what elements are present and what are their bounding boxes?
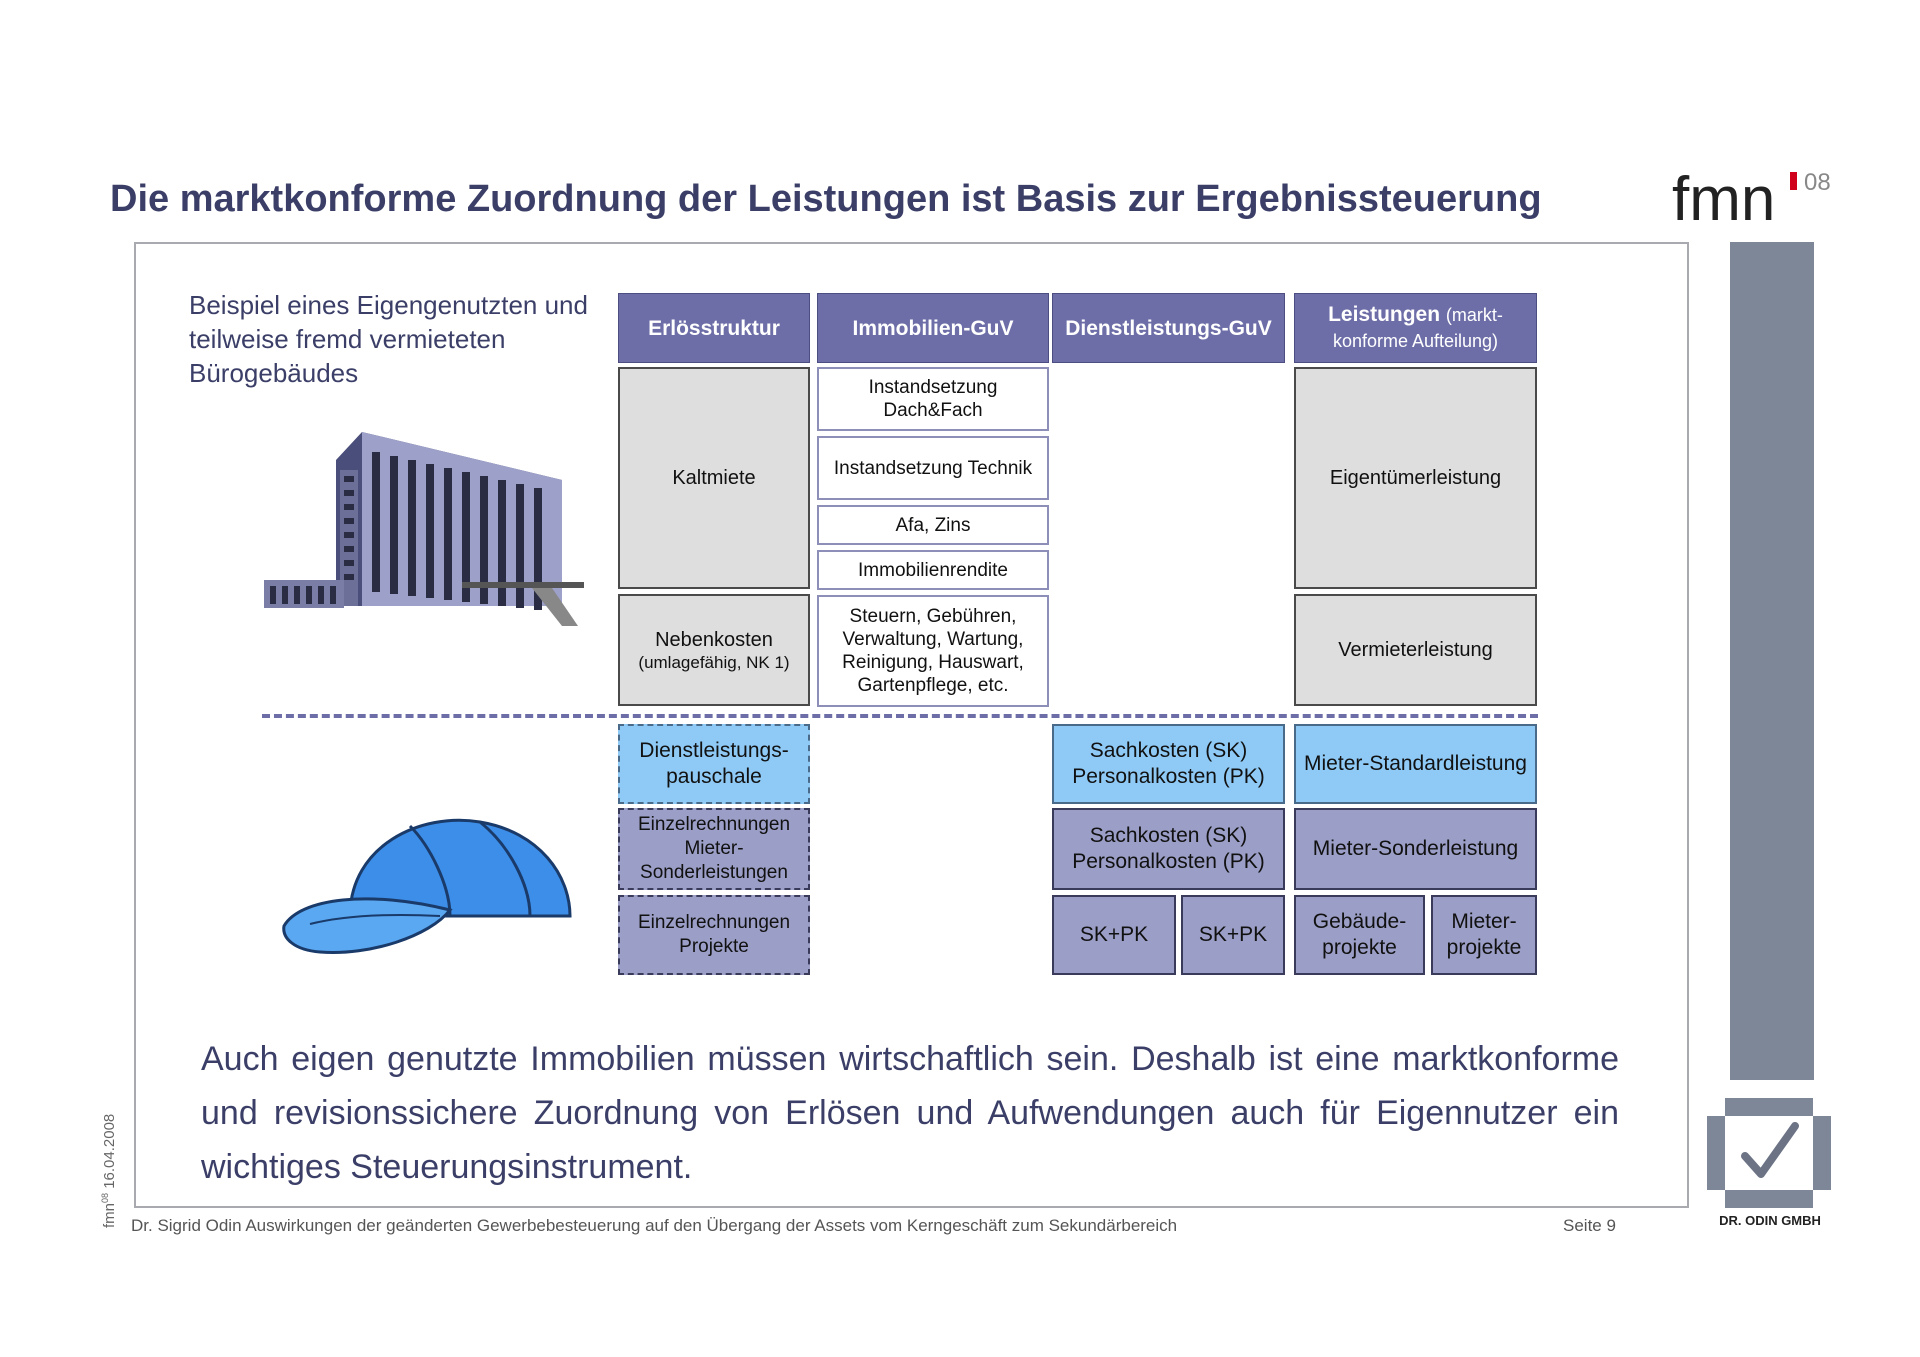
header-erloesstruktur: Erlösstruktur bbox=[618, 293, 810, 363]
fmn-logo: fmn 08 bbox=[1672, 162, 1842, 242]
instandsetzung-technik-cell: Instandsetzung Technik bbox=[817, 436, 1049, 500]
page-number: Seite 9 bbox=[1563, 1216, 1616, 1236]
date-sup: 08 bbox=[100, 1193, 110, 1203]
summary-text: Auch eigen genutzte Immobilien müssen wi… bbox=[201, 1032, 1619, 1194]
skpk-cell-b: SK+PK bbox=[1181, 895, 1285, 975]
logo-red-mark bbox=[1790, 172, 1797, 190]
header-dienstleistungs-guv: Dienstleistungs-GuV bbox=[1052, 293, 1285, 363]
mieter-sonderleistung-cell: Mieter-Sonderleistung bbox=[1294, 808, 1537, 890]
einzelrechnungen-mieter-cell: Einzelrechnungen Mieter-Sonderleistungen bbox=[618, 808, 810, 890]
header-immobilien-guv: Immobilien-GuV bbox=[817, 293, 1049, 363]
immobilienrendite-cell: Immobilienrendite bbox=[817, 550, 1049, 590]
date-stamp: fmn08 16.04.2008 bbox=[100, 1114, 118, 1228]
nebenkosten-label: Nebenkosten bbox=[655, 628, 773, 652]
header-label: Erlösstruktur bbox=[648, 316, 780, 341]
baseball-cap-icon bbox=[280, 806, 580, 956]
date-value: 16.04.2008 bbox=[101, 1114, 118, 1189]
gebaeudeprojekte-cell: Gebäude-projekte bbox=[1294, 895, 1425, 975]
vermieterleistung-cell: Vermieterleistung bbox=[1294, 594, 1537, 706]
instandsetzung-dach-cell: Instandsetzung Dach&Fach bbox=[817, 367, 1049, 431]
eigentuemerleistung-cell: Eigentümerleistung bbox=[1294, 367, 1537, 589]
footer-text: Dr. Sigrid Odin Auswirkungen der geänder… bbox=[131, 1216, 1177, 1236]
header-label: Dienstleistungs-GuV bbox=[1065, 316, 1272, 341]
checkmark-icon bbox=[1707, 1098, 1831, 1208]
intro-text: Beispiel eines Eigengenutzten und teilwe… bbox=[189, 288, 609, 390]
nebenkosten-sub: (umlagefähig, NK 1) bbox=[638, 652, 789, 673]
steuern-cell: Steuern, Gebühren, Verwaltung, Wartung, … bbox=[817, 595, 1049, 707]
logo-superscript: 08 bbox=[1804, 169, 1831, 196]
header-label: Leistungen bbox=[1328, 303, 1440, 326]
kaltmiete-cell: Kaltmiete bbox=[618, 367, 810, 589]
company-name: DR. ODIN GMBH bbox=[1700, 1213, 1840, 1228]
skpk-cell-a: SK+PK bbox=[1052, 895, 1176, 975]
date-prefix: fmn bbox=[101, 1203, 118, 1228]
sachkosten-cell-2: Sachkosten (SK) Personalkosten (PK) bbox=[1052, 808, 1285, 890]
mieterprojekte-cell: Mieter-projekte bbox=[1431, 895, 1537, 975]
slide-title: Die marktkonforme Zuordnung der Leistung… bbox=[110, 178, 1542, 221]
header-label: Immobilien-GuV bbox=[852, 316, 1013, 341]
einzelrechnungen-projekte-cell: Einzelrechnungen Projekte bbox=[618, 895, 810, 975]
office-building-icon bbox=[262, 430, 588, 626]
mieter-standardleistung-cell: Mieter-Standardleistung bbox=[1294, 724, 1537, 804]
logo-text: fmn bbox=[1672, 165, 1775, 234]
header-leistungen: Leistungen (markt-konforme Aufteilung) bbox=[1294, 293, 1537, 363]
sidebar-bar bbox=[1730, 242, 1814, 1080]
sachkosten-cell-1: Sachkosten (SK) Personalkosten (PK) bbox=[1052, 724, 1285, 804]
section-divider bbox=[262, 714, 1538, 718]
nebenkosten-cell: Nebenkosten (umlagefähig, NK 1) bbox=[618, 594, 810, 706]
afa-zins-cell: Afa, Zins bbox=[817, 505, 1049, 545]
dienstleistungspauschale-cell: Dienstleistungs-pauschale bbox=[618, 724, 810, 804]
